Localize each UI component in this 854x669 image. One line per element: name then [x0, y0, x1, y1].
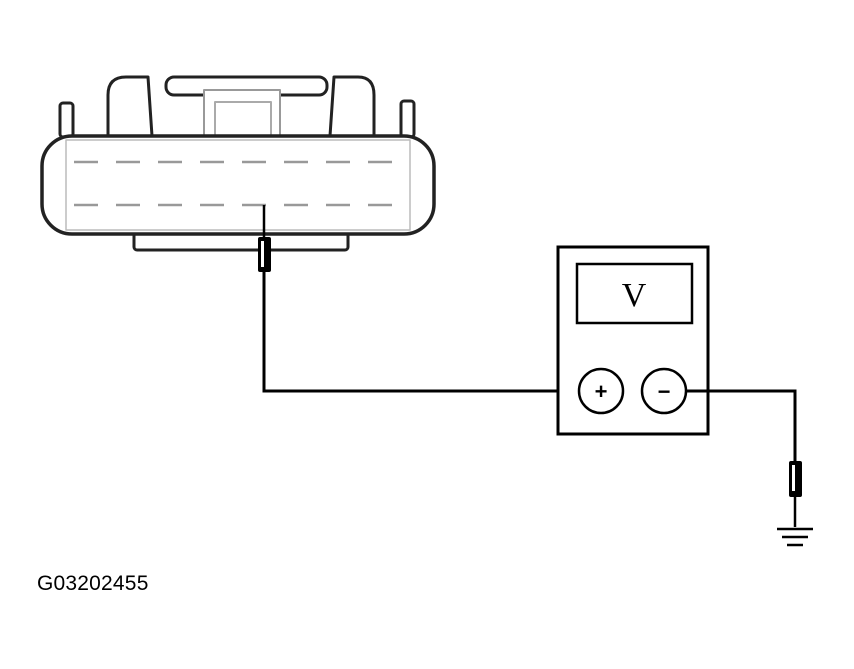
ground-probe-icon: [789, 461, 802, 527]
positive-terminal: +: [577, 367, 625, 415]
negative-terminal-label: −: [658, 379, 671, 404]
probe-icon: [258, 205, 271, 272]
positive-terminal-label: +: [595, 379, 608, 404]
figure-id: G03202455: [37, 572, 149, 595]
meter-unit-label: V: [622, 277, 647, 314]
ground-icon: [777, 527, 813, 547]
voltmeter: V + −: [556, 245, 710, 436]
negative-terminal: −: [640, 367, 688, 415]
connector-icon: [40, 75, 436, 252]
connector-terminal-rows: [74, 160, 404, 207]
negative-lead-wire: [686, 389, 797, 462]
positive-lead-wire: [262, 272, 578, 393]
